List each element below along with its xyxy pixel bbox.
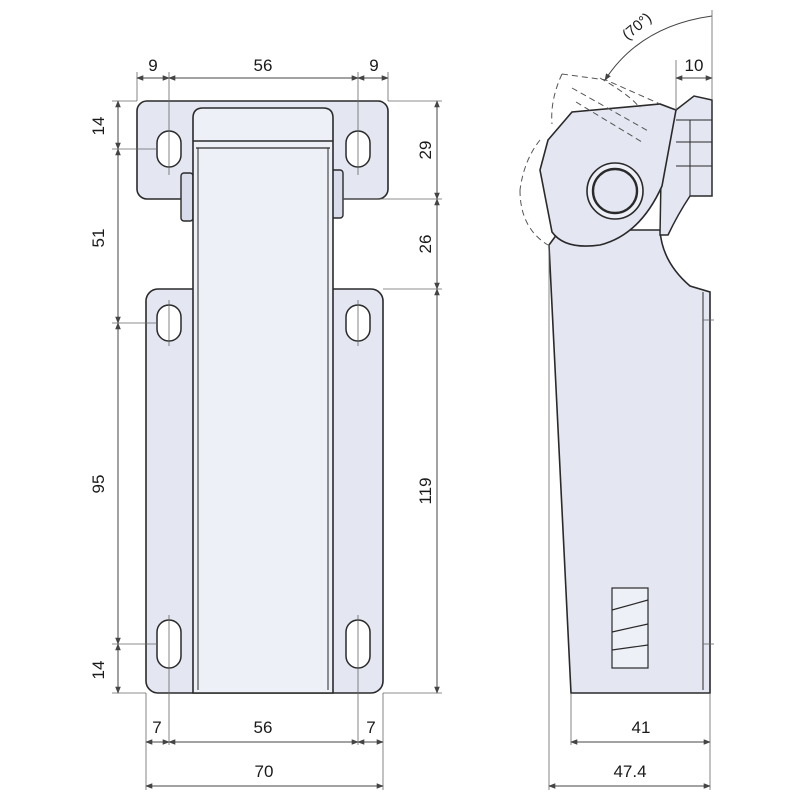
side-detent-marks (611, 587, 649, 669)
side-upper-leaf-ribs (676, 119, 712, 196)
dim-left-bottom-hole-offset: 14 (89, 661, 108, 680)
dim-base-width: 41 (632, 718, 651, 737)
dim-overall-width: 70 (255, 762, 274, 781)
dim-left-top-hole-offset: 14 (89, 117, 108, 136)
dim-top-offset-right: 9 (369, 56, 378, 75)
dim-right-upper-leaf-height: 29 (416, 141, 435, 160)
opening-angle-label: (70°) (619, 10, 655, 44)
dim-bottom-offset-right: 7 (366, 718, 375, 737)
opening-angle-arc (604, 15, 713, 81)
slot-holes (156, 130, 371, 669)
hole-centerlines (168, 72, 359, 745)
knuckle-left (180, 172, 194, 222)
dim-bottom-offset-left: 7 (152, 718, 161, 737)
dim-top-pitch: 56 (254, 56, 273, 75)
side-view: (70°) 10 41 47.4 (519, 10, 714, 790)
central-leaf (192, 107, 334, 694)
front-view: 9 56 9 7 56 7 70 14 51 95 14 29 (89, 56, 442, 790)
side-dimension-lines (548, 75, 713, 789)
dim-right-lower-leaf-height: 119 (416, 477, 435, 504)
side-extension-lines (548, 10, 714, 790)
pivot-pin-inner (591, 167, 639, 215)
dim-top-offset-left: 9 (148, 56, 157, 75)
bottom-dimension-chain (145, 739, 384, 789)
dim-left-hole-span-upper: 51 (89, 229, 108, 248)
phantom-open-position (519, 73, 661, 246)
dim-bottom-pitch: 56 (254, 718, 273, 737)
dim-left-hole-span-lower: 95 (89, 475, 108, 494)
dim-right-gap-height: 26 (416, 235, 435, 254)
dim-leaf-thickness: 10 (685, 56, 704, 75)
dim-overall-depth: 47.4 (613, 762, 646, 781)
